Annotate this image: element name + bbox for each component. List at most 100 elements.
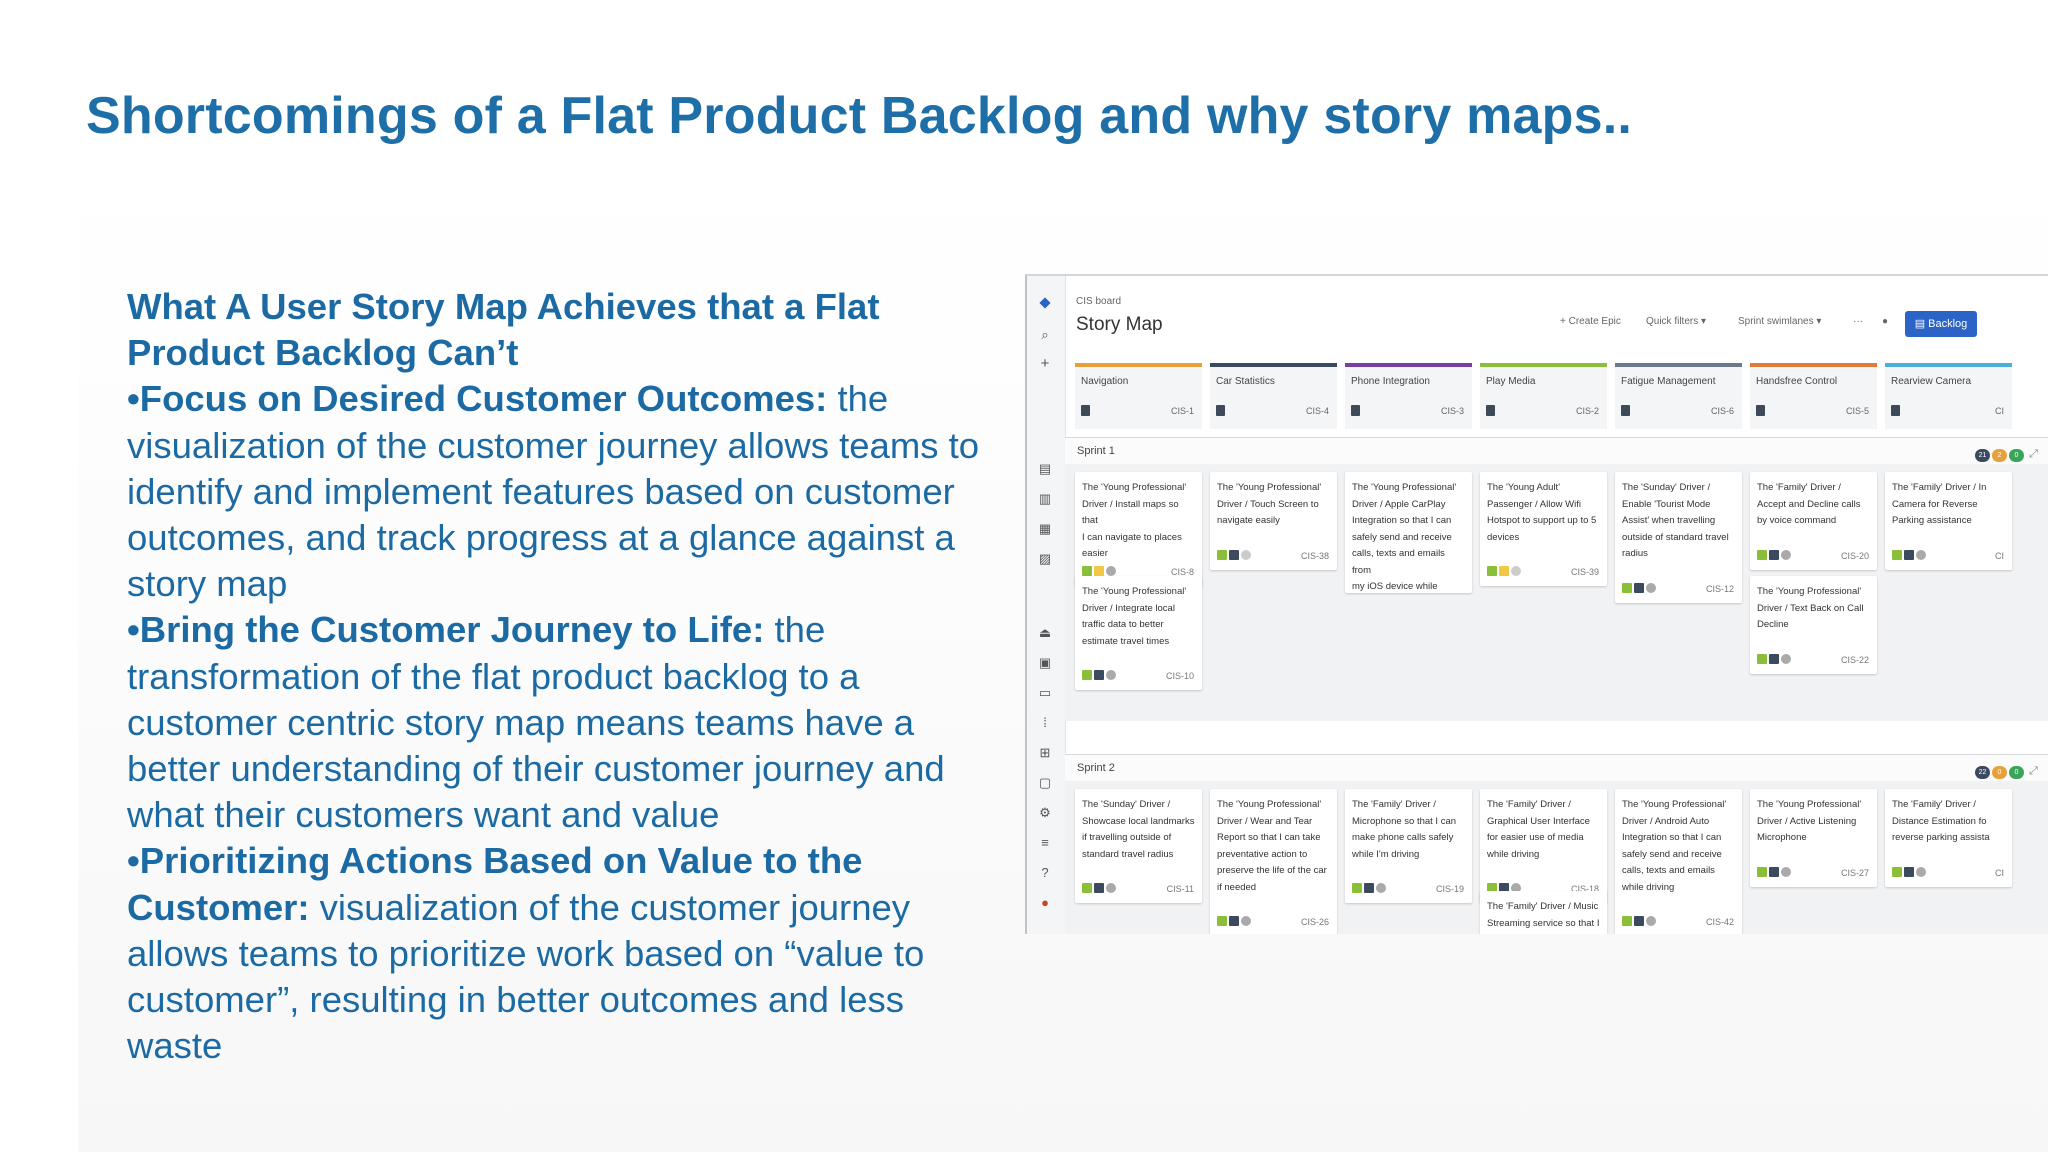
page-icon[interactable]: ▢: [1038, 775, 1052, 790]
card-key: CI: [1995, 550, 2004, 561]
card-status-icon: [1634, 916, 1644, 926]
card-status-icon: [1241, 916, 1251, 926]
card-summary-line: Driver / Text Back on Call: [1757, 602, 1864, 614]
card-status-icon: [1769, 549, 1779, 560]
card-key: CIS-26: [1300, 917, 1329, 927]
backlog-button[interactable]: ▤ Backlog: [1905, 311, 1977, 337]
card-key: CIS-20: [1840, 550, 1869, 561]
quick-filters-dropdown[interactable]: Quick filters ▾: [1646, 316, 1707, 327]
bullet-text: the: [764, 609, 826, 651]
menu-icon[interactable]: ≡: [1041, 835, 1049, 850]
jira-logo-icon[interactable]: ⬥: [1039, 294, 1051, 311]
bullet-text: story map: [127, 563, 288, 605]
bullet-text: transformation of the flat product backl…: [127, 655, 860, 697]
sprint-lane: The 'Young Professional'Driver / Install…: [1065, 464, 2048, 721]
story-card[interactable]: The 'Sunday' Driver /Enable 'Tourist Mod…: [1615, 472, 1742, 603]
story-card[interactable]: The 'Young Professional'Driver / Wear an…: [1210, 789, 1337, 934]
card-key: CIS-8: [1170, 567, 1194, 577]
card-key: CI: [1995, 867, 2004, 878]
bullet-text: better understanding of their customer j…: [127, 748, 945, 790]
more-options-button[interactable]: ···: [1853, 316, 1863, 327]
story-card[interactable]: The 'Family' Driver /Microphone so that …: [1345, 789, 1472, 903]
gear-icon[interactable]: ⚙: [1039, 805, 1051, 820]
card-summary-line: Driver / Android Auto: [1622, 815, 1710, 827]
components-icon[interactable]: ▭: [1038, 685, 1052, 700]
story-card[interactable]: The 'Family' Driver /Distance Estimation…: [1885, 789, 2012, 887]
expand-icon[interactable]: ⤢: [2029, 765, 2038, 777]
story-card[interactable]: The 'Young Professional'Driver / Android…: [1615, 789, 1742, 934]
bullet-text: allows teams to prioritize work based on…: [127, 932, 925, 974]
bullet-focus-outcomes: •Focus on Desired Customer Outcomes: the: [127, 376, 1027, 422]
card-status-icon: [1217, 549, 1227, 560]
jira-sidebar: ⬥ ⌕ + ▤ ▥ ▦ ▨ ⏏ ▣ ▭ ⁞ ⊞ ▢ ⚙ ≡ ? ●: [1027, 276, 1066, 934]
board-columns-icon[interactable]: ▦: [1038, 521, 1052, 536]
issue-count-badge: 2: [1992, 449, 2007, 462]
card-summary-line: by voice command: [1757, 515, 1837, 526]
story-card[interactable]: The 'Young Professional'Driver / Integra…: [1075, 576, 1202, 690]
card-summary-line: estimate travel times: [1082, 635, 1170, 647]
card-summary-line: Accept and Decline calls: [1757, 498, 1861, 510]
backlog-icon[interactable]: ▥: [1038, 491, 1052, 506]
card-icons: [1082, 670, 1118, 681]
card-status-icon: [1499, 566, 1509, 576]
bullet-text: customer centric story map means teams h…: [127, 701, 915, 743]
card-status-icon: [1904, 866, 1914, 877]
card-summary-line: calls, texts and emails: [1622, 865, 1715, 876]
story-card[interactable]: The 'Young Professional'Driver / Touch S…: [1210, 472, 1337, 570]
card-summary-line: The 'Family' Driver /: [1487, 799, 1571, 810]
create-epic-button[interactable]: + Create Epic: [1560, 316, 1621, 327]
card-icons: [1217, 549, 1253, 561]
epic-icon: [1351, 405, 1360, 416]
info-icon[interactable]: ●: [1882, 316, 1889, 327]
card-summary-line: outside of standard travel: [1622, 531, 1729, 543]
reports-icon[interactable]: ▨: [1038, 551, 1052, 566]
card-status-icon: [1757, 866, 1767, 877]
card-status-icon: [1376, 883, 1386, 893]
settings-tree-icon[interactable]: ⊞: [1039, 745, 1051, 760]
card-status-icon: [1106, 566, 1116, 576]
plus-icon[interactable]: +: [1040, 355, 1050, 372]
board-icon[interactable]: ▤: [1038, 461, 1052, 476]
bullet-text: the: [827, 378, 889, 420]
releases-icon[interactable]: ⏏: [1038, 625, 1052, 640]
card-summary: The 'Family' Driver /Microphone so that …: [1352, 797, 1466, 863]
story-card[interactable]: The 'Family' Driver /Accept and Decline …: [1750, 472, 1877, 570]
card-summary-line: Integration so that I can: [1352, 515, 1452, 526]
card-summary-line: The 'Young Professional': [1082, 482, 1187, 493]
story-card[interactable]: The 'Young Professional'Driver / Install…: [1075, 472, 1202, 586]
story-card[interactable]: The 'Family' Driver /Graphical User Inte…: [1480, 789, 1607, 903]
sprint-name: Sprint 2: [1077, 762, 1115, 774]
expand-icon[interactable]: ⤢: [2029, 448, 2038, 460]
card-status-icon: [1622, 916, 1632, 926]
issues-icon[interactable]: ▣: [1038, 655, 1052, 670]
help-icon[interactable]: ?: [1041, 865, 1049, 880]
avatar[interactable]: ●: [1041, 895, 1049, 910]
story-card[interactable]: The 'Sunday' Driver /Showcase local land…: [1075, 789, 1202, 903]
breadcrumb[interactable]: CIS board: [1076, 296, 1122, 307]
sprint-swimlanes-dropdown[interactable]: Sprint swimlanes ▾: [1738, 316, 1822, 327]
story-card[interactable]: The 'Young Professional'Driver / Text Ba…: [1750, 576, 1877, 674]
sprint-lane: The 'Sunday' Driver /Showcase local land…: [1065, 781, 2048, 934]
search-icon[interactable]: ⌕: [1041, 327, 1049, 342]
issue-count-badge: 0: [2009, 766, 2024, 779]
card-status-icon: [1769, 866, 1779, 877]
story-card[interactable]: The 'Young Professional'Driver / Active …: [1750, 789, 1877, 887]
card-status-icon: [1511, 566, 1521, 576]
card-status-icon: [1781, 549, 1791, 560]
code-icon[interactable]: ⁞: [1043, 715, 1047, 730]
story-card[interactable]: The 'Young Professional'Driver / Apple C…: [1345, 472, 1472, 593]
